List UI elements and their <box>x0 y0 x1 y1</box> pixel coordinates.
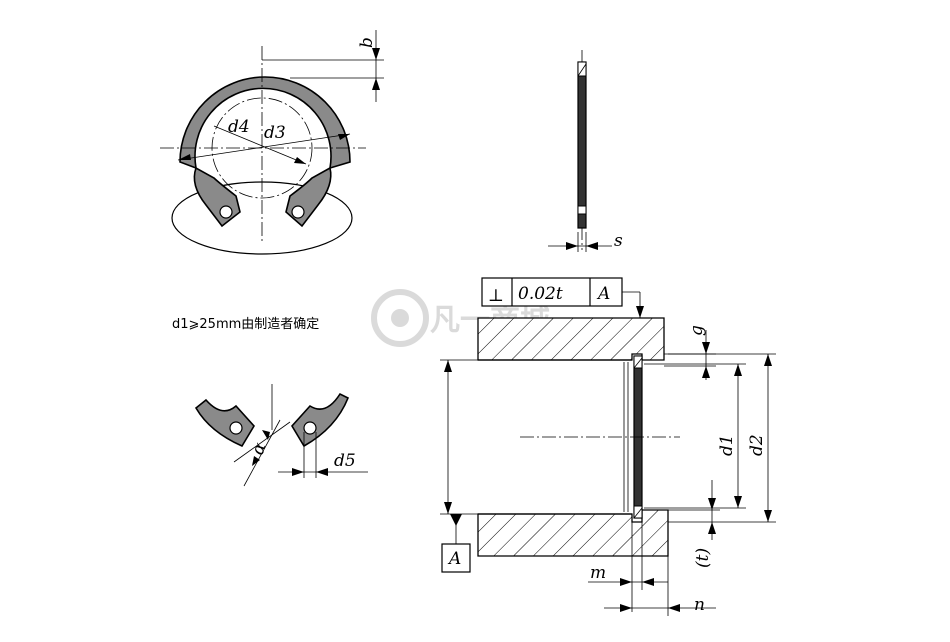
tolerance-value: 0.02t <box>518 284 563 304</box>
circlip-front-view: d4 d3 b <box>160 30 384 255</box>
n-label: n <box>694 595 705 615</box>
tolerance-frame: ⊥ 0.02t A <box>481 277 644 318</box>
circlip-side-view: s <box>548 50 623 252</box>
housing-section-view: ⊥ 0.02t A A <box>440 277 776 616</box>
lug-detail-view: α d5 <box>194 384 368 487</box>
m-label: m <box>590 563 606 583</box>
d1-label: d1 <box>717 434 737 456</box>
g-label: g <box>687 325 707 336</box>
manufacturer-note: d1⩾25mm由制造者确定 <box>172 317 319 332</box>
s-label: s <box>614 231 623 251</box>
datum-label: A <box>447 549 461 569</box>
perpendicularity-icon: ⊥ <box>488 286 504 306</box>
d2-label: d2 <box>747 434 767 456</box>
tolerance-datum: A <box>596 284 610 304</box>
t-label: (t) <box>693 548 713 568</box>
b-label: b <box>357 37 377 48</box>
d3-label: d3 <box>264 123 286 143</box>
d4-label: d4 <box>228 117 250 137</box>
alpha-label: α <box>248 440 271 458</box>
d5-label: d5 <box>334 451 356 471</box>
